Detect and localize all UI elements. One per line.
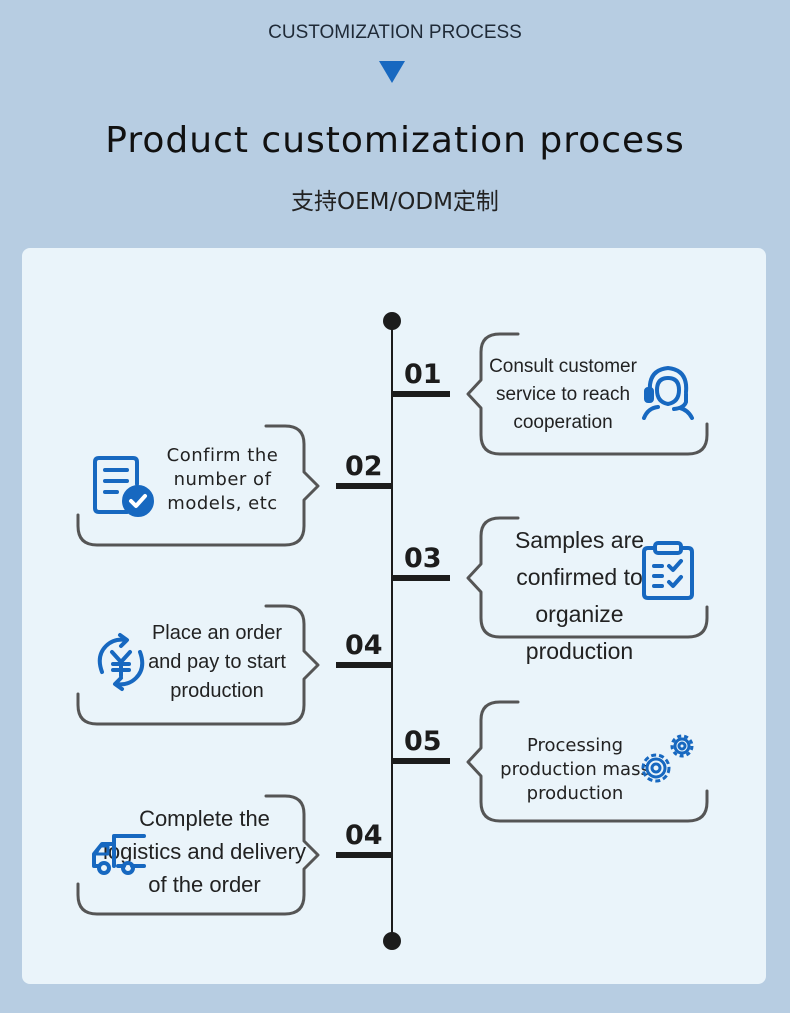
step-05-text: Processing production mass production	[500, 735, 650, 804]
step-06-bubble	[76, 794, 320, 916]
step-03-text: Samples are confirmed to organize produc…	[514, 527, 645, 664]
step-03-number: 03	[404, 543, 442, 574]
page-subtitle: 支持OEM/ODM定制	[291, 189, 499, 215]
step-04-number: 04	[345, 630, 383, 661]
step-06-tick	[336, 852, 392, 858]
step-03-tick	[392, 575, 450, 581]
step-03-bubble	[466, 516, 709, 639]
gears-icon	[641, 734, 694, 783]
section-kicker: CUSTOMIZATION PROCESS	[268, 22, 522, 43]
step-02-text: Confirm the number of models, etc	[166, 445, 279, 514]
step-02-tick	[336, 483, 392, 489]
clipboard-checklist-icon	[642, 541, 694, 600]
step-04-tick	[336, 662, 392, 668]
step-06-number: 04	[345, 820, 383, 851]
step-06-text: Complete the logistics and delivery of t…	[103, 806, 306, 897]
step-05-bubble	[466, 700, 709, 823]
down-arrow-icon	[379, 61, 405, 83]
step-05-number: 05	[404, 726, 442, 757]
step-01-tick	[392, 391, 450, 397]
step-01-bubble	[466, 332, 709, 456]
step-02-number: 02	[345, 451, 383, 482]
page-title: Product customization process	[105, 120, 685, 161]
step-04-bubble	[76, 604, 320, 726]
step-02-bubble	[76, 424, 320, 547]
yuan-payment-icon	[97, 633, 145, 691]
process-panel	[22, 248, 766, 984]
step-01-text: Consult customer service to reach cooper…	[489, 356, 637, 433]
timeline-axis	[383, 312, 401, 950]
step-01-number: 01	[404, 359, 442, 390]
delivery-truck-icon	[92, 834, 146, 875]
document-check-icon	[93, 456, 154, 517]
step-04-text: Place an order and pay to start producti…	[148, 622, 286, 702]
step-05-tick	[392, 758, 450, 764]
customer-service-headset-icon	[642, 365, 694, 420]
